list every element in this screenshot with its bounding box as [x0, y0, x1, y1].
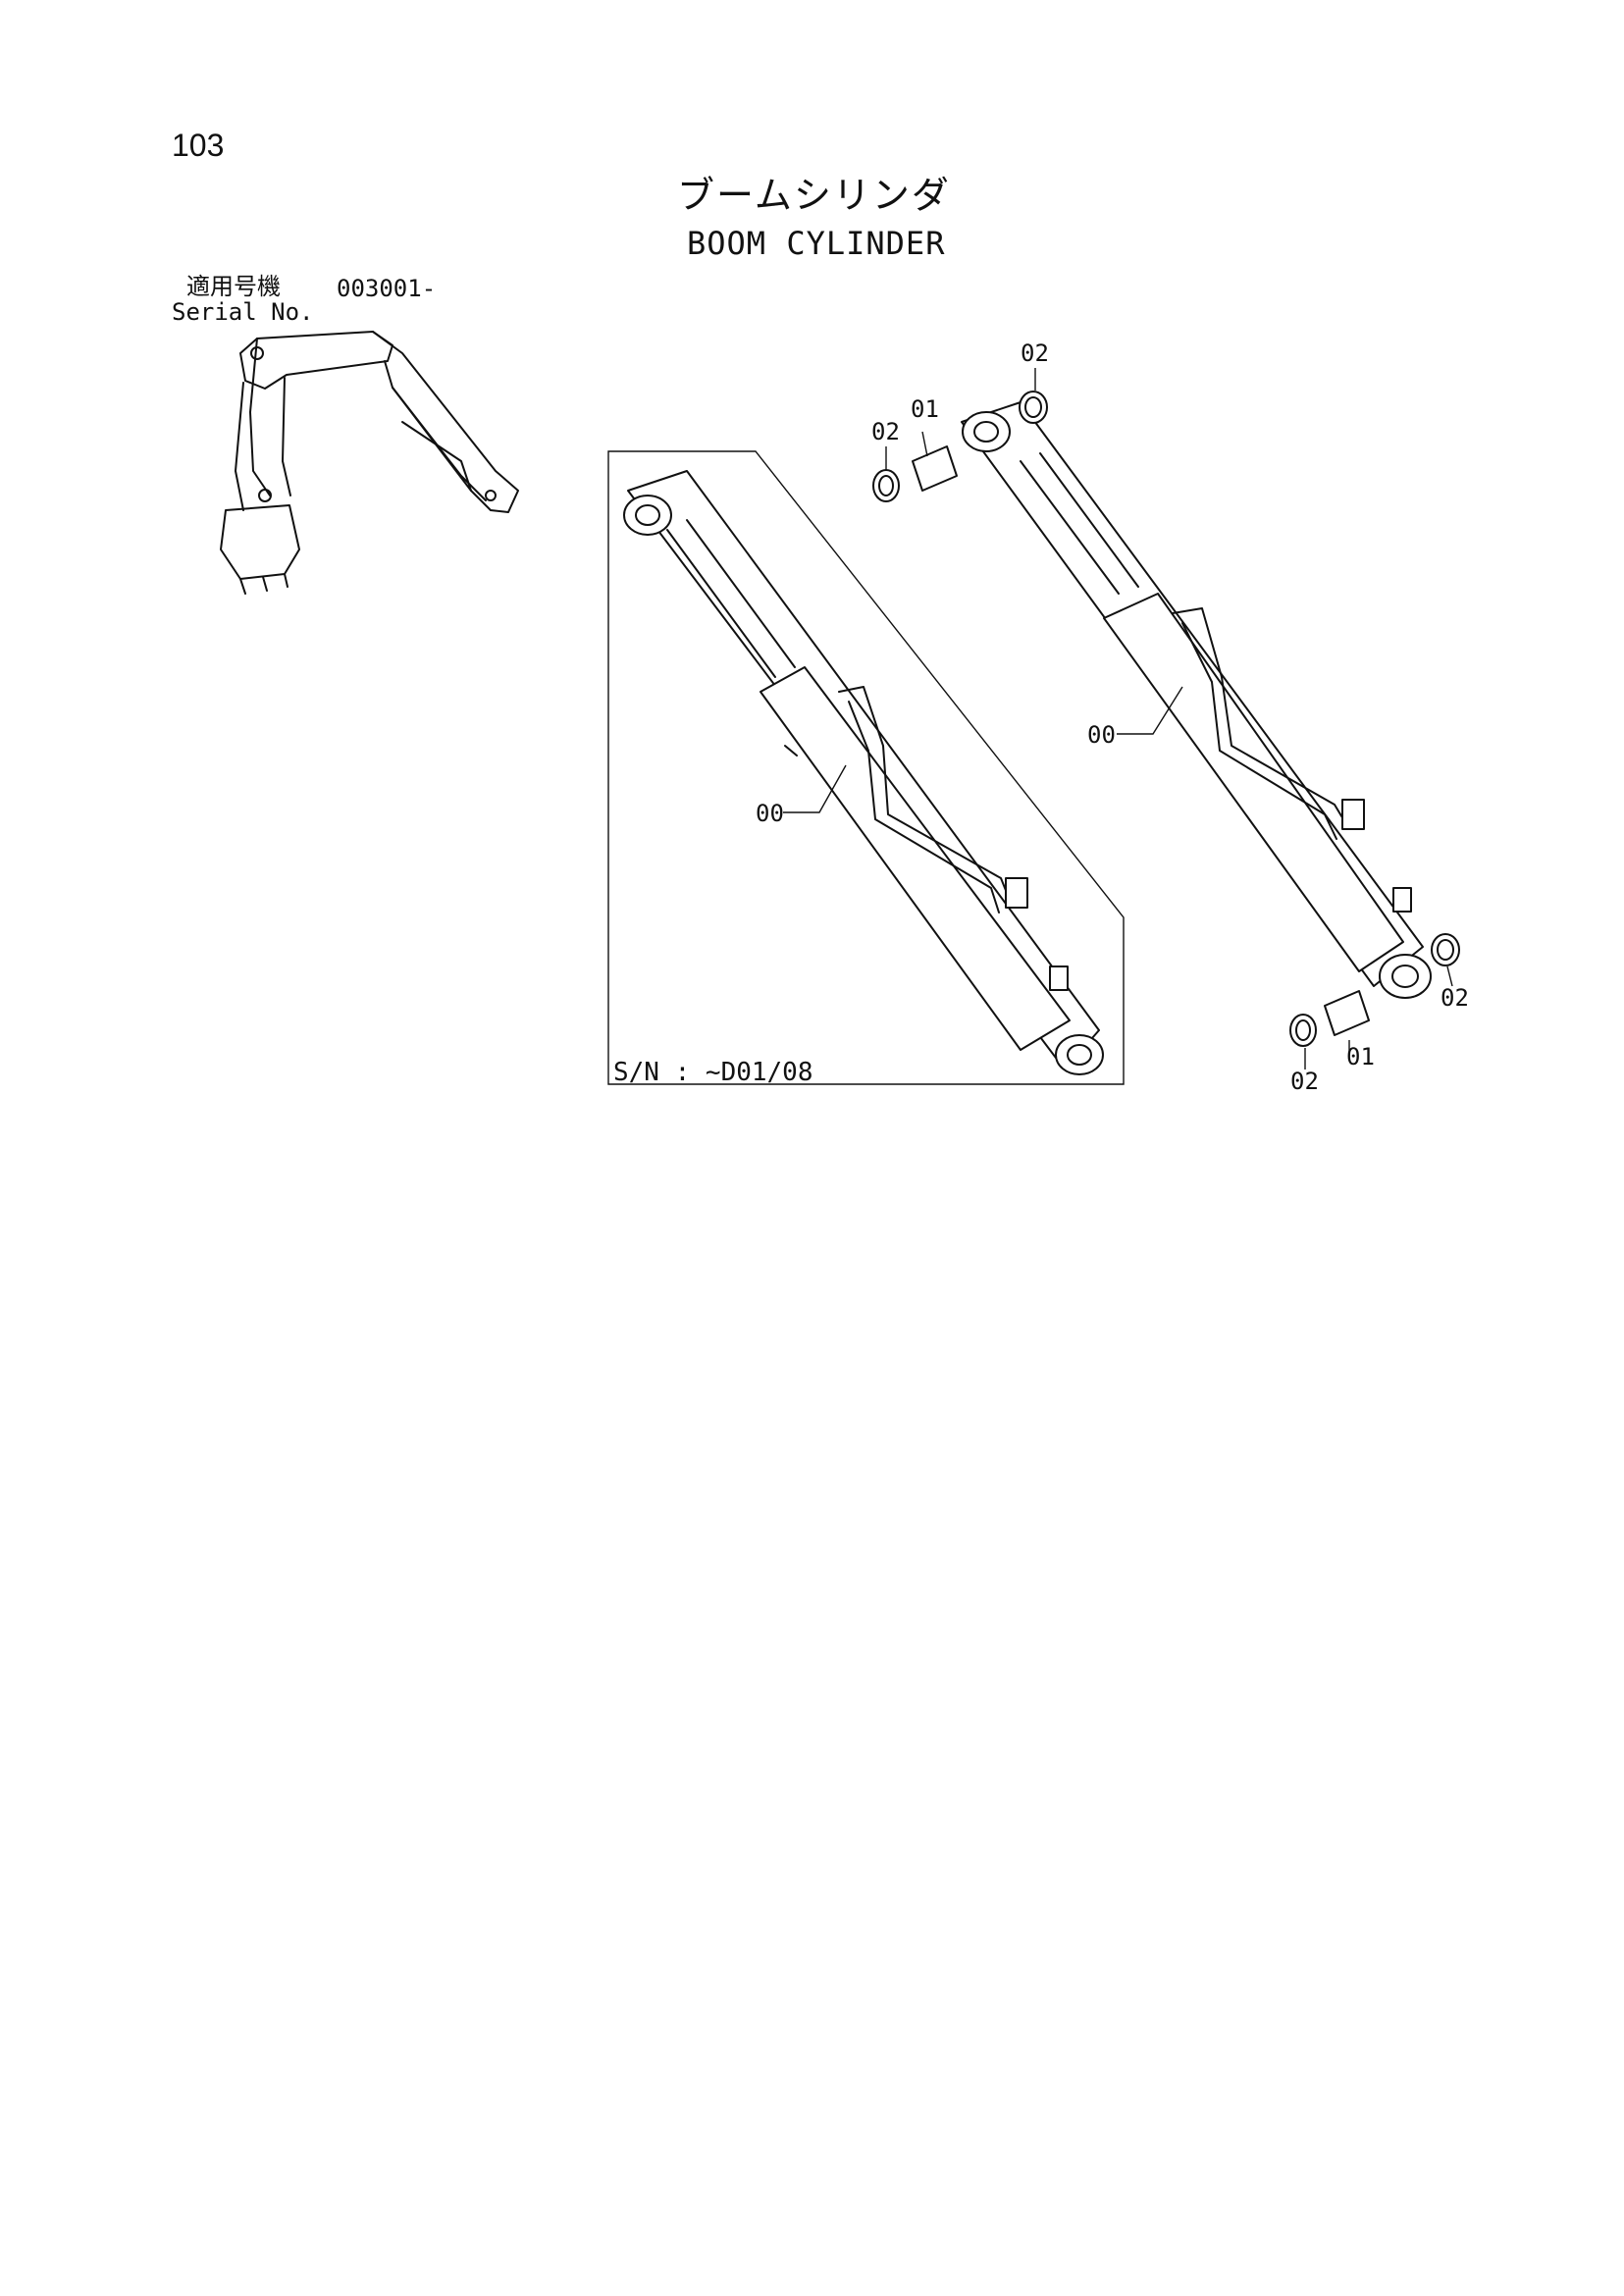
page-title-japanese: ブームシリンダ: [677, 174, 951, 217]
callout-top-bush: 01: [911, 395, 939, 423]
serial-label-japanese: 適用号機: [186, 273, 281, 300]
top-pin-parts: [872, 391, 1048, 502]
page-number: 103: [172, 128, 225, 163]
callout-top-seal-left: 02: [871, 418, 900, 445]
callout-bottom-bush: 01: [1346, 1043, 1375, 1070]
page-title-english: BOOM CYLINDER: [687, 225, 946, 262]
leader-lines: [783, 368, 1453, 1070]
right-boom-cylinder: [961, 401, 1432, 999]
callout-bottom-seal-right: 02: [1441, 984, 1469, 1012]
inset-frame: [607, 450, 1125, 1085]
serial-number: 003001-: [337, 275, 437, 302]
excavator-thumbnail: [220, 331, 519, 595]
bottom-pin-parts: [1289, 933, 1460, 1047]
callout-right-cylinder: 00: [1087, 721, 1116, 749]
inset-serial-range: S/N : ~D01/08: [613, 1058, 813, 1087]
left-boom-cylinder: [623, 470, 1104, 1075]
callout-top-seal-right: 02: [1021, 339, 1049, 367]
serial-label-english: Serial No.: [172, 298, 314, 326]
callout-bottom-seal-left: 02: [1290, 1068, 1319, 1095]
callout-left-cylinder: 00: [756, 800, 784, 827]
